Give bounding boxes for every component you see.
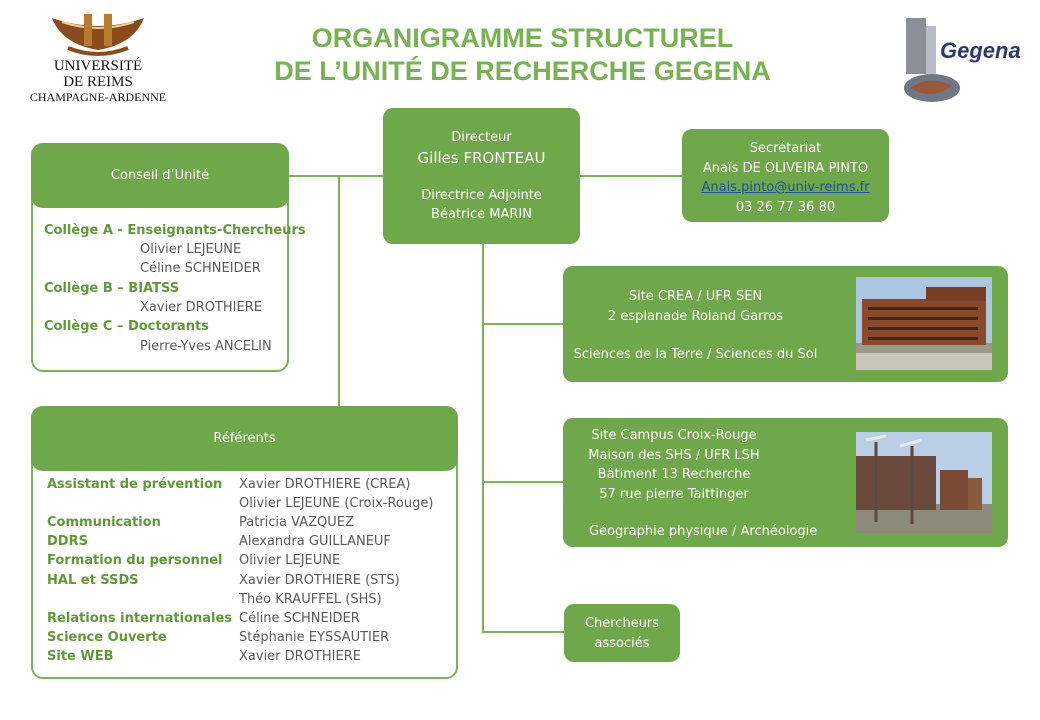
gegena-logo-text: Gegena [940,38,1021,63]
connector-site-crea [482,323,564,325]
university-name-line2: DE REIMS [63,74,133,90]
connector-director-secretariat [580,175,683,177]
referent-name: Xavier DROTHIERE (CREA) [239,477,411,492]
referent-role: Site WEB [47,649,114,664]
university-name-line3: CHAMPAGNE-ARDENNE [29,90,167,104]
site-crea-line1: Site CREA / UFR SEN [628,289,763,304]
site-crea-line3: Sciences de la Terre / Sciences du Sol [573,347,818,362]
gegena-logo: Gegena [900,14,1030,108]
referent-name: Olivier LEJEUNE (Croix-Rouge) [239,496,434,511]
site-crea-text: Site CREA / UFR SEN 2 esplanade Roland G… [573,287,818,365]
connector-referents-vertical [338,175,340,407]
connector-main-vertical [482,243,484,633]
deputy-label: Directrice Adjointe [421,187,542,203]
title-line1: ORGANIGRAMME STRUCTUREL [311,23,734,53]
referent-name: Alexandra GUILLANEUF [239,534,391,549]
chercheurs-line2: associés [594,635,650,651]
secretariat-name: Anaïs DE OLIVEIRA PINTO [702,160,869,176]
college-c-member-1: Pierre-Yves ANCELIN [140,339,272,354]
university-logo: UNIVERSITÉ DE REIMS CHAMPAGNE-ARDENNE [18,12,178,104]
site-croix-rouge-text: Site Campus Croix-Rouge Maison des SHS /… [563,426,785,504]
site-croix-rouge-box: Site Campus Croix-Rouge Maison des SHS /… [563,418,1008,547]
conseil-header: Conseil d’Unité [31,143,289,208]
university-name-line1: UNIVERSITÉ [53,58,143,74]
referent-role: Relations internationales [47,611,232,626]
director-label: Directeur [451,130,512,145]
title-line2: DE L’UNITÉ DE RECHERCHE GEGENA [274,56,771,86]
college-a-member-2: Céline SCHNEIDER [140,261,261,276]
referent-role: Science Ouverte [47,630,167,645]
deputy-name: Béatrice MARIN [431,207,532,222]
referent-name: Stéphanie EYSSAUTIER [239,630,390,645]
secretariat-email-link[interactable]: Anais.pinto@univ-reims.fr [701,180,870,195]
site-crea-box: Site CREA / UFR SEN 2 esplanade Roland G… [563,266,1008,382]
college-c-title: Collège C – Doctorants [44,319,209,334]
director-box: Directeur Gilles FRONTEAU Directrice Adj… [383,108,580,244]
connector-chercheurs [482,631,564,633]
connector-site-croix [482,481,564,483]
referent-role: Formation du personnel [47,553,223,568]
gegena-emblem-icon [904,18,960,102]
secretariat-label: Secrétariat [749,141,822,156]
referent-role: DDRS [47,534,88,549]
secretariat-phone: 03 26 77 36 80 [735,199,836,215]
secretariat-box: Secrétariat Anaïs DE OLIVEIRA PINTO Anai… [682,129,889,222]
college-a-member-1: Olivier LEJEUNE [140,242,242,257]
site-croix-line4: 57 rue pierre Taittinger [599,486,749,502]
referent-name: Xavier DROTHIERE [239,649,361,664]
site-croix-line1: Site Campus Croix-Rouge [591,428,757,443]
director-name: Gilles FRONTEAU [417,148,546,167]
conseil-header-label: Conseil d’Unité [110,168,210,183]
site-crea-photo [856,277,992,370]
referents-header: Référents [31,406,458,471]
college-b-title: Collège B – BIATSS [44,281,180,296]
site-croix-rouge-photo [856,432,992,533]
referent-role: Assistant de prévention [47,477,223,492]
site-croix-line3: Bâtiment 13 Recherche [597,467,751,482]
college-a-title: Collège A - Enseignants-Chercheurs [44,223,306,238]
chercheurs-associes-box: Chercheurs associés [564,604,680,662]
page-title: ORGANIGRAMME STRUCTUREL DE L’UNITÉ DE RE… [250,22,795,88]
chercheurs-line1: Chercheurs [584,616,660,631]
referent-name: Céline SCHNEIDER [239,611,360,626]
university-emblem-icon [52,14,144,56]
site-croix-line2: Maison des SHS / UFR LSH [588,447,760,463]
referent-name: Olivier LEJEUNE [239,553,341,568]
referent-name: Théo KRAUFFEL (SHS) [239,592,382,607]
site-crea-line2: 2 esplanade Roland Garros [607,308,784,324]
college-b-member-1: Xavier DROTHIERE [140,300,262,315]
referent-role: HAL et SSDS [47,573,139,588]
referent-role: Communication [47,515,161,530]
connector-director-conseil [288,175,384,177]
referents-header-label: Référents [213,431,276,446]
referent-name: Xavier DROTHIERE (STS) [239,573,400,588]
site-croix-line5: Géographie physique / Archéologie [589,524,818,539]
referent-name: Patricia VAZQUEZ [239,515,354,530]
